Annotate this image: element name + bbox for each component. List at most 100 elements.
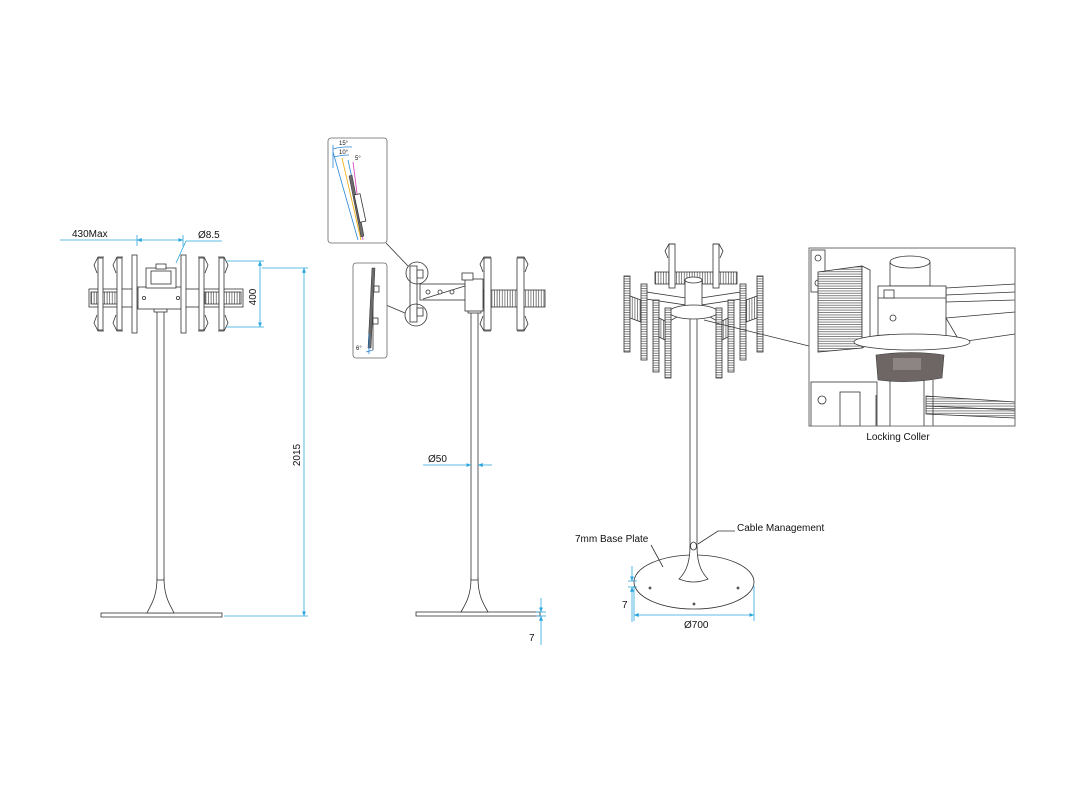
tilt-10-label: 10°: [339, 150, 349, 156]
persp-rail-right-inner-b: [715, 307, 723, 379]
front-bolt: [141, 295, 146, 300]
side-pole-flare: [460, 577, 489, 613]
persp-rail-hook: [664, 243, 675, 259]
rail-height-dimension: 400: [226, 260, 264, 328]
side-plate-bracket: [416, 307, 424, 317]
side-plate-bracket: [416, 269, 424, 279]
persp-rail-left-outer-b: [640, 283, 648, 361]
cable-management-hole: [690, 541, 697, 551]
front-rail-hook: [112, 256, 123, 274]
base-diameter-dimension: Ø700: [633, 586, 755, 631]
overall-height-dimension: 2015: [224, 267, 308, 617]
detail-hub-disk: [853, 333, 971, 351]
side-rail-hook: [517, 315, 529, 332]
tilt-down-angle-line: [365, 349, 374, 353]
detail-beam-edge: [925, 405, 1015, 411]
tilt-down-plate: [367, 267, 376, 349]
perspective-view: Cable Management 7mm Base Plate 7 Ø700: [575, 243, 1016, 631]
hole-dimension-label: Ø8.5: [198, 230, 220, 241]
persp-back-rail-left: [668, 243, 676, 289]
pole-diameter-dimension: Ø50: [423, 454, 492, 467]
side-mount-plate: [409, 265, 418, 323]
persp-base-thickness-dimension: 7: [622, 566, 637, 622]
persp-rail-right-inner-a: [727, 299, 735, 373]
detail-lower-beam: [925, 395, 1015, 419]
side-view: 15° 10° 5° 6° Ø50 7: [327, 137, 546, 645]
side-arm-hole: [437, 289, 443, 295]
persp-pole: [689, 313, 698, 549]
persp-base-hole: [736, 586, 740, 590]
front-rail-5: [198, 257, 205, 331]
tilt-down-inset: 6°: [352, 262, 388, 359]
side-arm-hole: [449, 289, 455, 295]
locking-collar-detail: Locking Coller: [808, 247, 1016, 443]
detail-frame-bracket: [839, 391, 861, 426]
front-view: 430Max Ø8.5 400 2015: [60, 229, 308, 618]
side-hatched-beam: [482, 289, 546, 308]
side-arm-brace: [422, 285, 466, 300]
tilt-5-label: 5°: [355, 156, 361, 162]
tilt-down-bracket: [372, 317, 379, 325]
side-pole: [470, 309, 479, 581]
persp-back-rail-right: [712, 243, 720, 289]
detail-leader-upper: [385, 242, 409, 267]
detail-housing-block: [883, 289, 895, 299]
persp-rail-hook: [713, 243, 724, 259]
persp-left-inner-beam: [658, 317, 666, 341]
detail-housing-bolt: [889, 314, 897, 322]
front-rail-hook: [112, 314, 123, 332]
front-left-arm-hatch: [90, 291, 118, 305]
width-dimension: 430Max: [60, 229, 184, 246]
front-housing-knob: [155, 263, 167, 270]
tilt-15-label: 15°: [339, 141, 349, 147]
tilt-up-inset: 15° 10° 5°: [327, 137, 388, 244]
persp-base-hole: [648, 586, 652, 590]
detail-contents: [810, 249, 1015, 426]
detail-rail-side: [861, 265, 871, 349]
detail-leader: [703, 319, 810, 347]
persp-pole-flare: [678, 545, 709, 583]
front-rail-hook: [198, 256, 209, 274]
persp-rail-right-outer-b: [739, 283, 747, 361]
front-rail-hook: [198, 314, 209, 332]
side-hub-knob: [461, 272, 474, 281]
cable-management-leader: [697, 530, 735, 545]
tilt-down-bracket: [373, 285, 380, 293]
persp-rail-left-outer-a: [623, 275, 631, 353]
front-rail-6: [218, 257, 225, 331]
persp-base-hole: [692, 602, 696, 606]
front-pole: [156, 310, 165, 581]
front-housing-inner: [150, 270, 172, 285]
persp-right-outer-beam: [745, 295, 758, 323]
tilt-up-inset-frame: [327, 137, 388, 244]
detail-hatched-rail: [817, 265, 863, 353]
rail-height-label: 400: [248, 288, 259, 305]
side-rail-front: [483, 257, 492, 331]
tilt-up-bracket: [353, 193, 367, 223]
persp-rail-right-outer-a: [756, 275, 764, 353]
hole-dim-leader: [175, 240, 222, 264]
front-rail-3: [131, 254, 138, 334]
detail-caption: Locking Coller: [866, 432, 930, 443]
detail-circle-lower: [404, 303, 428, 327]
detail-frame-hole: [817, 395, 827, 405]
persp-thickness-label: 7: [622, 600, 628, 611]
cable-management-label: Cable Management: [737, 523, 824, 534]
front-rail-4: [180, 254, 187, 334]
tilt-15-arc: [332, 146, 353, 150]
side-base-thickness-dimension: 7: [529, 598, 546, 645]
front-base-plate: [100, 612, 223, 618]
side-rail-hook: [479, 256, 491, 273]
overall-height-label: 2015: [292, 443, 303, 466]
persp-left-outer-beam: [629, 295, 642, 323]
side-hub: [464, 278, 484, 312]
front-rail-hook: [93, 314, 104, 332]
detail-leader-lower: [385, 304, 406, 314]
persp-arm-front-right: [700, 291, 742, 306]
tilt-min-label: 6°: [356, 346, 362, 352]
base-plate-leader: [650, 544, 664, 568]
front-rail-2: [116, 257, 123, 331]
tilt-15-line: [332, 151, 359, 241]
persp-right-inner-beam: [721, 317, 729, 341]
